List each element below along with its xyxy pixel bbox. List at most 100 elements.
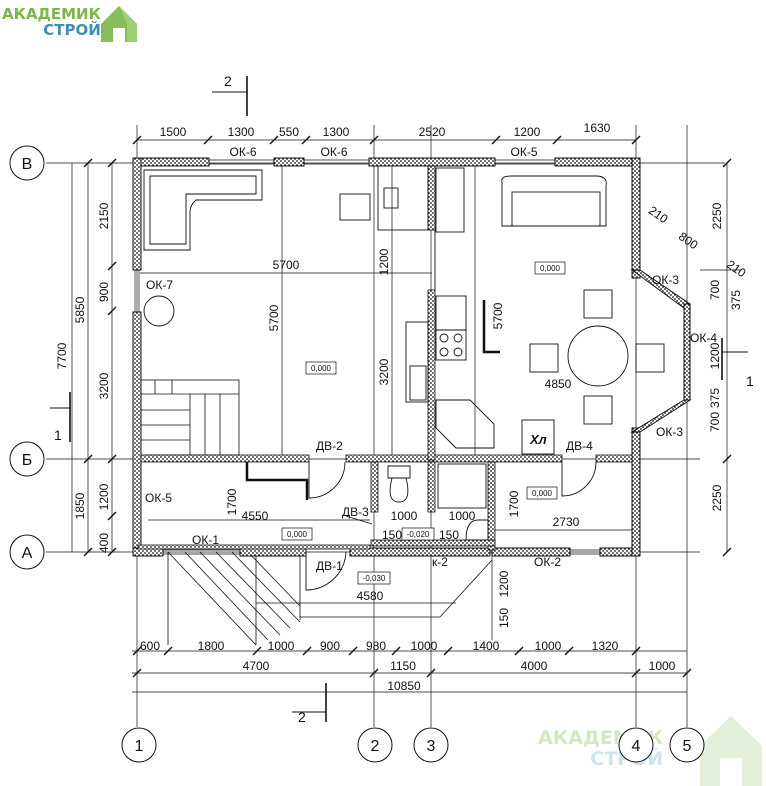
right-dim-375-b: 375 — [708, 388, 722, 408]
window-ok4: ОК-4 — [690, 331, 717, 345]
axis-bubble-5 — [669, 727, 705, 763]
watermark-house-icon — [700, 716, 762, 786]
window-ok7: ОК-7 — [146, 278, 173, 292]
dimension-lines — [71, 139, 740, 693]
bottom-dim-1000-a: 1000 — [268, 639, 295, 653]
section-marks — [50, 76, 748, 722]
right-dim-375-a: 375 — [729, 290, 743, 310]
right-dim-2250-b: 2250 — [710, 484, 724, 511]
window-ok1: ОК-1 — [192, 533, 219, 547]
label-k2: к-2 — [432, 555, 448, 569]
corner-sofa — [143, 169, 263, 251]
axis-label-v: В — [22, 156, 33, 173]
dim-1200-vertical: 1200 — [377, 248, 391, 275]
bottom-dim-4700: 4700 — [243, 659, 270, 673]
bottom-dim-4000: 4000 — [521, 659, 548, 673]
axis-bubble-b — [9, 441, 45, 477]
dim-1700-b: 1700 — [507, 490, 521, 517]
right-dim-1200: 1200 — [708, 342, 722, 369]
logo-line-1: АКАДЕМИК — [2, 5, 101, 23]
level-entry: -0,030 — [363, 574, 386, 583]
bottom-dim-980: 980 — [366, 639, 386, 653]
axis-bubble-4 — [618, 727, 654, 763]
right-dim-700-a: 700 — [708, 280, 722, 300]
dim-150-b: 150 — [439, 528, 459, 542]
window-ok3-top: ОК-3 — [652, 273, 679, 287]
dim-1000-b: 1000 — [449, 509, 476, 523]
dim-5700-horizontal: 5700 — [273, 258, 300, 272]
sofa — [501, 175, 607, 227]
dim-4850: 4850 — [545, 377, 572, 391]
level-utility: 0,000 — [532, 489, 553, 498]
bottom-dim-1000-b: 1000 — [411, 639, 438, 653]
dim-150-a: 150 — [382, 528, 402, 542]
top-dim-5: 2520 — [419, 125, 446, 139]
bottom-dim-1150: 1150 — [390, 659, 416, 673]
door-dv4: ДВ-4 — [566, 439, 593, 453]
logo-line-2: СТРОЙ — [43, 21, 101, 39]
door-dv1: ДВ-1 — [316, 559, 343, 573]
top-dim-3: 550 — [279, 125, 299, 139]
section-label-left: 1 — [54, 427, 62, 443]
top-dim-4: 1300 — [323, 125, 350, 139]
furniture — [143, 165, 665, 541]
door-dv3: ДВ-3 — [342, 505, 369, 519]
bottom-dim-1000-c: 1000 — [535, 639, 562, 653]
left-dim-2150: 2150 — [97, 202, 111, 229]
dim-1200-porch: 1200 — [497, 570, 511, 597]
axis-label-a: А — [22, 545, 33, 562]
section-label-right: 1 — [746, 373, 754, 389]
right-dimensions: 2250 210 800 210 700 375 1200 375 700 22… — [646, 202, 749, 511]
kitchen-counter — [405, 321, 429, 403]
interior-stair — [140, 379, 240, 456]
porch-stairs — [167, 551, 493, 646]
axis-label-5: 5 — [683, 738, 692, 755]
stove-icon — [435, 329, 467, 361]
dim-1000-a: 1000 — [391, 509, 418, 523]
top-dim-1: 1500 — [160, 125, 187, 139]
shower-tray — [437, 463, 487, 509]
level-dining-room: 0,000 — [540, 264, 561, 273]
left-dim-5850: 5850 — [73, 296, 87, 323]
axis-label-2: 2 — [371, 738, 380, 755]
top-window-labels: ОК-6 ОК-6 ОК-5 — [230, 145, 538, 159]
dim-4580: 4580 — [357, 589, 384, 603]
axis-bubble-1 — [121, 727, 157, 763]
interior-dimensions: 5700 5700 1200 3200 5700 4850 4550 1700 … — [225, 248, 580, 628]
office-chair-icon — [339, 193, 371, 221]
left-dim-7700: 7700 — [55, 342, 69, 369]
dimension-ticks — [83, 135, 732, 678]
right-dim-210-a: 210 — [646, 203, 671, 226]
left-dim-1200: 1200 — [97, 483, 111, 510]
axis-label-b: Б — [22, 452, 33, 469]
left-dim-1850: 1850 — [73, 492, 87, 519]
bottom-dim-1000-d: 1000 — [649, 659, 676, 673]
grid-axis-lines — [46, 125, 725, 727]
bottom-dim-600: 600 — [140, 639, 160, 653]
dim-5700-vertical-b: 5700 — [491, 302, 505, 329]
axis-bubbles: В Б А 1 2 3 4 5 — [9, 145, 705, 763]
top-dim-7: 1630 — [584, 121, 611, 135]
wardrobe — [435, 167, 465, 233]
axis-bubble-2 — [357, 727, 393, 763]
bottom-dim-1320: 1320 — [592, 639, 619, 653]
dim-150-porch: 150 — [497, 608, 511, 628]
dim-1700-a: 1700 — [225, 488, 239, 515]
window-ok2: ОК-2 — [534, 555, 561, 569]
axis-label-3: 3 — [427, 738, 436, 755]
axis-bubble-a — [9, 534, 45, 570]
left-dim-900: 900 — [97, 282, 111, 302]
axis-label-1: 1 — [135, 738, 144, 755]
section-label-bottom: 2 — [298, 709, 306, 725]
dim-5700-vertical-a: 5700 — [267, 304, 281, 331]
level-vestibule: -0,020 — [407, 530, 430, 539]
top-dim-2: 1300 — [228, 125, 255, 139]
window-ok5-top: ОК-5 — [511, 145, 538, 159]
window-ok5-left: ОК-5 — [145, 491, 172, 505]
left-dim-3200: 3200 — [97, 372, 111, 399]
window-glazing — [134, 159, 600, 555]
left-dim-400: 400 — [97, 533, 111, 553]
bottom-dim-900: 900 — [320, 639, 340, 653]
dim-4550: 4550 — [242, 509, 269, 523]
